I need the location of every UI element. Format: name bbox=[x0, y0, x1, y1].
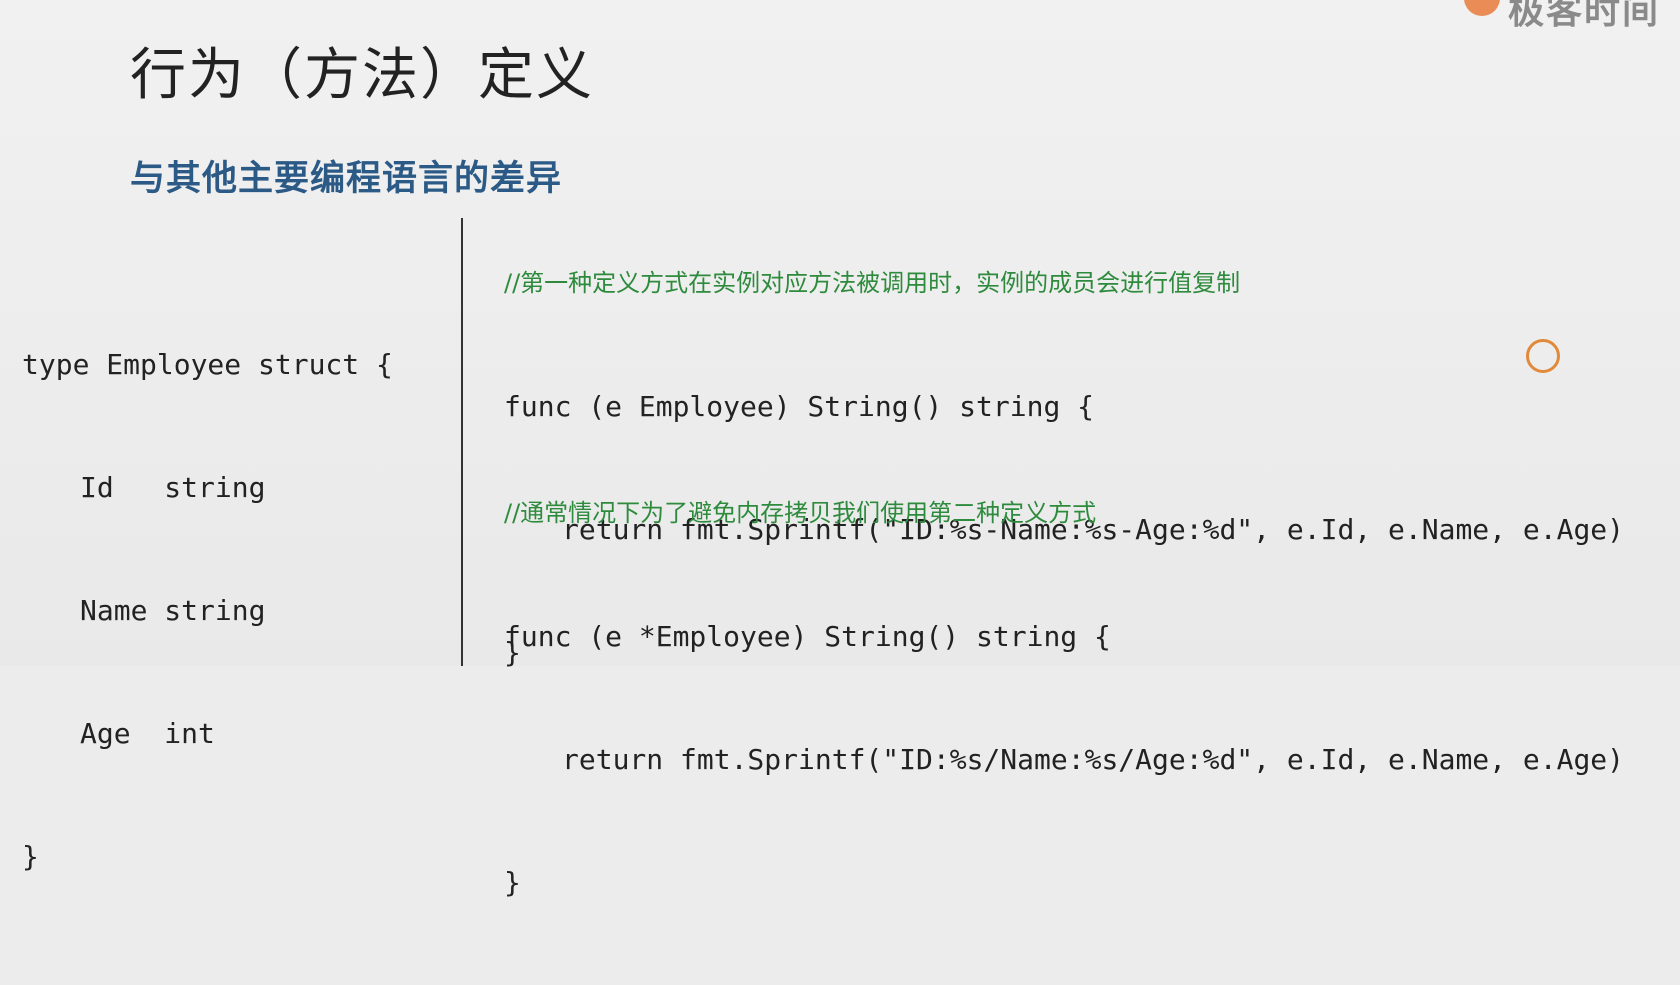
logo-text: 极客时间 bbox=[1508, 0, 1661, 28]
slide: 极客时间 行为（方法）定义 与其他主要编程语言的差异 type Employee… bbox=[0, 0, 1680, 899]
code-line: func (e *Employee) String() string { bbox=[504, 620, 1111, 653]
code-line: Id string bbox=[80, 471, 266, 504]
cursor-highlight-icon bbox=[1526, 339, 1560, 373]
struct-code-block: type Employee struct { Id string Name st… bbox=[22, 262, 393, 959]
code-line: } bbox=[504, 866, 521, 899]
method-value-receiver-block: //第一种定义方式在实例对应方法被调用时，实例的成员会进行值复制 func (e… bbox=[504, 263, 1624, 755]
code-line: } bbox=[22, 840, 39, 873]
method-pointer-receiver-block: //通常情况下为了避免内存拷贝我们使用第二种定义方式 func (e *Empl… bbox=[504, 493, 1624, 985]
code-line: type Employee struct { bbox=[22, 348, 393, 381]
code-line: } bbox=[504, 636, 521, 669]
code-comment: //通常情况下为了避免内存拷贝我们使用第二种定义方式 bbox=[504, 499, 1097, 527]
code-line: Name string bbox=[80, 594, 266, 627]
code-line: Age int bbox=[80, 717, 215, 750]
brand-logo: 极客时间 bbox=[1450, 0, 1680, 28]
slide-title: 行为（方法）定义 bbox=[130, 43, 594, 108]
logo-circle-icon bbox=[1464, 0, 1500, 16]
slide-subtitle: 与其他主要编程语言的差异 bbox=[130, 159, 563, 199]
code-comment: //第一种定义方式在实例对应方法被调用时，实例的成员会进行值复制 bbox=[504, 269, 1241, 297]
code-line: func (e Employee) String() string { bbox=[504, 390, 1095, 423]
code-line: return fmt.Sprintf("ID:%s/Name:%s/Age:%d… bbox=[562, 743, 1625, 776]
code-line: return fmt.Sprintf("ID:%s-Name:%s-Age:%d… bbox=[562, 513, 1625, 546]
column-divider bbox=[461, 218, 463, 666]
